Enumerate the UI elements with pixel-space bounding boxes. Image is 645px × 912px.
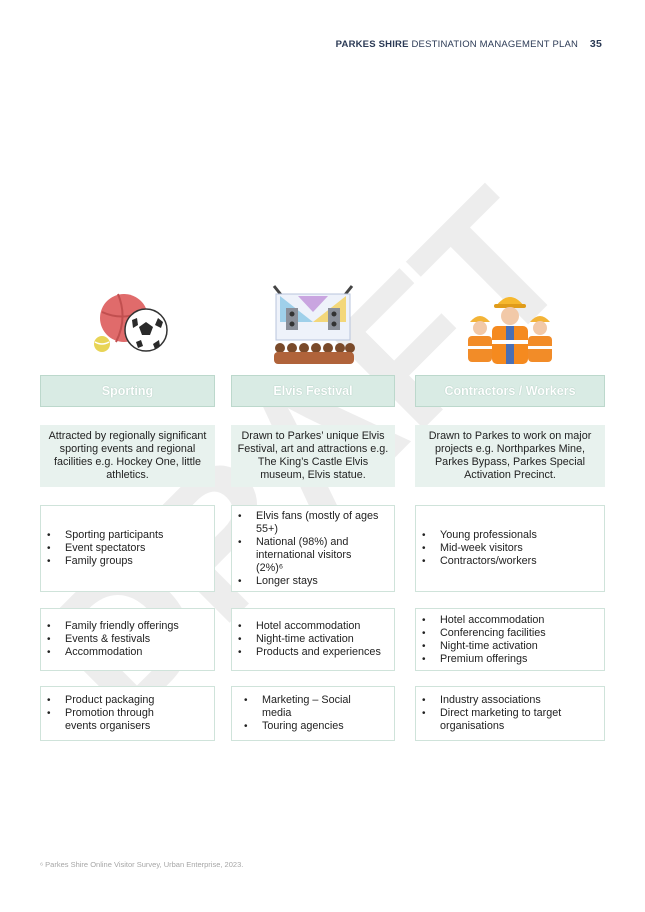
sporting-profile-box: Sporting participants Event spectators F… (40, 505, 215, 592)
list-item: Promotion through events organisers (47, 707, 174, 733)
list-item: Mid-week visitors (422, 542, 537, 555)
elvis-profile-box: Elvis fans (mostly of ages 55+) National… (231, 505, 395, 592)
elvis-festival-description: Drawn to Parkes’ unique Elvis Festival, … (231, 425, 395, 487)
list-item: Products and experiences (238, 646, 381, 659)
header-title: DESTINATION MANAGEMENT PLAN (411, 39, 579, 50)
list-item: National (98%) and international visitor… (238, 536, 380, 575)
list-item: Family groups (47, 555, 163, 568)
list-item: Night-time activation (422, 640, 546, 653)
construction-workers-icon (466, 282, 556, 366)
contractors-needs-box: Hotel accommodation Conferencing facilit… (415, 608, 605, 671)
list-item: Hotel accommodation (422, 614, 546, 627)
list-item: Young professionals (422, 529, 537, 542)
header-brand: PARKES SHIRE (335, 39, 409, 50)
list-item: Direct marketing to target organisations (422, 707, 584, 733)
column-header-elvis-festival: Elvis Festival (231, 375, 395, 407)
sporting-description: Attracted by regionally significant spor… (40, 425, 215, 487)
column-header-contractors-workers: Contractors / Workers (415, 375, 605, 407)
contractors-profile-box: Young professionals Mid-week visitors Co… (415, 505, 605, 592)
list-item: Product packaging (47, 694, 174, 707)
contractors-marketing-box: Industry associations Direct marketing t… (415, 686, 605, 741)
sporting-needs-box: Family friendly offerings Events & festi… (40, 608, 215, 671)
list-item: Family friendly offerings (47, 620, 179, 633)
elvis-marketing-box: Marketing – Social media Touring agencie… (231, 686, 395, 741)
list-item: Accommodation (47, 646, 179, 659)
sporting-marketing-box: Product packaging Promotion through even… (40, 686, 215, 741)
list-item: Longer stays (238, 575, 380, 588)
list-item: Touring agencies (244, 720, 364, 733)
list-item: Sporting participants (47, 529, 164, 542)
list-item: Marketing – Social media (244, 694, 364, 720)
footnote: ⁶ Parkes Shire Online Visitor Survey, Ur… (40, 860, 244, 869)
list-item: Industry associations (422, 694, 584, 707)
contractors-description: Drawn to Parkes to work on major project… (415, 425, 605, 487)
list-item: Hotel accommodation (238, 620, 381, 633)
list-item: Contractors/workers (422, 555, 537, 568)
festival-stage-icon (268, 282, 358, 366)
column-header-sporting: Sporting (40, 375, 215, 407)
list-item: Conferencing facilities (422, 627, 546, 640)
elvis-needs-box: Hotel accommodation Night-time activatio… (231, 608, 395, 671)
list-item: Elvis fans (mostly of ages 55+) (238, 510, 380, 536)
list-item: Event spectators (47, 542, 163, 555)
page-header: PARKES SHIRE DESTINATION MANAGEMENT PLAN… (336, 38, 602, 50)
list-item: Premium offerings (422, 653, 546, 666)
list-item: Events & festivals (47, 633, 179, 646)
page-number: 35 (589, 38, 602, 50)
list-item: Night-time activation (238, 633, 381, 646)
sports-balls-icon (88, 282, 178, 366)
